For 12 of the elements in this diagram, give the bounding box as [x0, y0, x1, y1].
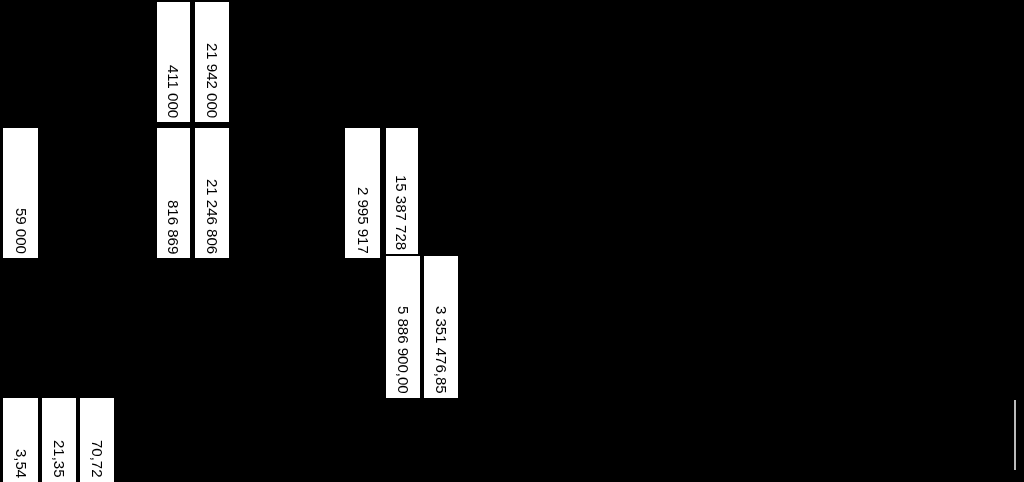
table-cell: 816 869	[157, 128, 190, 258]
table-cell: 21 942 000	[195, 2, 229, 122]
table-cell: 70,72	[80, 398, 114, 482]
table-cell: 5 886 900,00	[386, 256, 420, 398]
table-cell: 411 000	[157, 2, 190, 122]
table-cell: 21,35	[42, 398, 76, 482]
table-cell: 3 351 476,85	[424, 256, 458, 398]
table-cell: 21 246 806	[195, 128, 229, 258]
table-cell: 3,54	[3, 398, 38, 482]
table-cell: 2 995 917	[345, 128, 380, 258]
table-cell: 15 387 728	[386, 128, 418, 254]
table-cell: 59 000	[3, 128, 38, 258]
